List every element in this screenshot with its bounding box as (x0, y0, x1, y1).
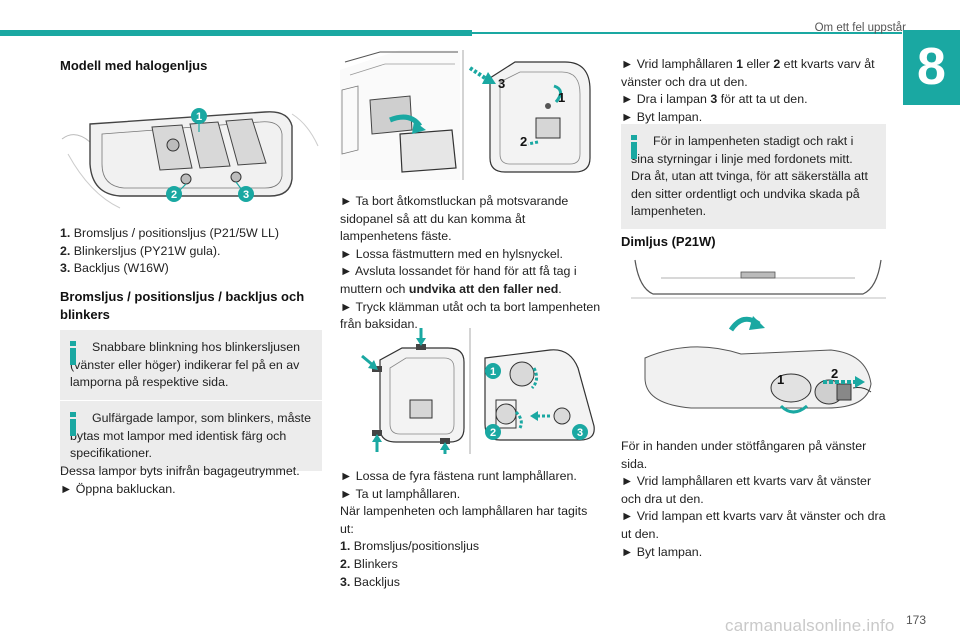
svg-text:2: 2 (171, 189, 177, 201)
steps-bulb: ► Vrid lamphållaren 1 eller 2 ett kvarts… (621, 57, 875, 124)
rear-light-cluster-figure: 1 2 3 (61, 108, 319, 209)
figure-label: 3 (498, 76, 505, 91)
info-box: Gulfärgade lampor, som blinkers, måste b… (60, 401, 322, 471)
heading-fog-light: Dimljus (P21W) (621, 234, 716, 249)
heading-lamps: Bromsljus / positionsljus / backljus och… (60, 289, 305, 322)
intro-text: Dessa lampor byts inifrån bagageutrymmet… (60, 464, 300, 496)
header-accent-line (472, 32, 902, 34)
figure-label: 3 (577, 427, 583, 439)
legend-list: 1. Bromsljus / positionsljus (P21/5W LL)… (60, 225, 322, 278)
steps-fog-light: För in handen under stötfångaren på väns… (621, 439, 886, 559)
steps-removal: ► Ta bort åtkomstluckan på motsvarande s… (340, 193, 603, 334)
page-number: 173 (905, 613, 926, 627)
step-manual: ► Avsluta lossandet för hand för att få … (340, 264, 577, 297)
figure-label: 1 (558, 90, 565, 105)
access-panel-figure: 3 1 2 (340, 50, 591, 180)
legend-item: 3. Backljus (W16W) (60, 261, 169, 276)
figure-label: 2 (520, 134, 527, 149)
legend-item: 1. Bromsljus/positionsljus (340, 539, 480, 554)
info-icon (70, 412, 76, 436)
info-box: För in lampenheten stadigt och rakt i si… (621, 124, 886, 230)
heading-halogen-model: Modell med halogenljus (60, 58, 208, 73)
svg-text:3: 3 (243, 189, 249, 201)
figure-label: 2 (490, 427, 496, 439)
info-icon (631, 135, 637, 159)
header-accent-bar (0, 30, 472, 36)
steps-holder: ► Lossa de fyra fästena runt lamphållare… (340, 468, 603, 591)
svg-text:1: 1 (196, 111, 202, 123)
figure-label: 1 (490, 366, 496, 378)
lamp-holder-figure: 1 2 3 (361, 328, 595, 454)
section-title: Om ett fel uppstår (814, 22, 906, 34)
legend-item: 1. Bromsljus / positionsljus (P21/5W LL) (60, 226, 280, 240)
legend-item: 2. Blinkers (340, 557, 398, 572)
chapter-tab: 8 (903, 30, 960, 105)
figure-label: 2 (831, 366, 838, 381)
watermark: carmanualsonline.info (725, 616, 895, 635)
info-icon (70, 341, 76, 365)
legend-item: 3. Backljus (340, 574, 400, 589)
figure-label: 1 (777, 372, 784, 387)
fog-light-figure: 1 2 (631, 259, 886, 414)
info-box: Snabbare blinkning hos blinkersljusen (v… (60, 330, 322, 400)
legend-item: 2. Blinkersljus (PY21W gula). (60, 243, 221, 258)
